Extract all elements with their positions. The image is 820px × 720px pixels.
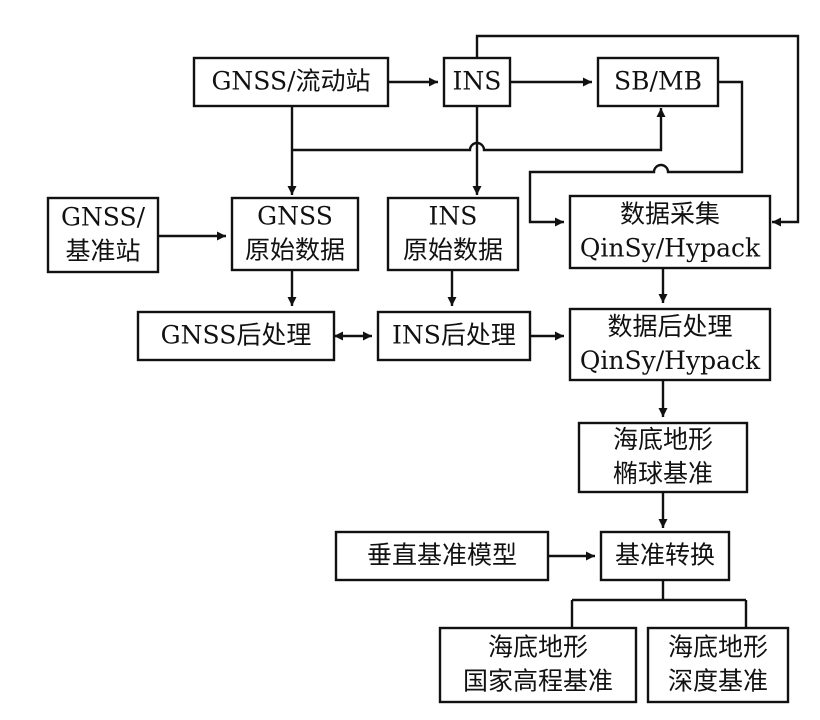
seabed-depth-label-2: 深度基准	[668, 667, 768, 696]
node-datum-transform: 基准转换	[599, 530, 731, 582]
datum-transform-label-1: 基准转换	[615, 541, 715, 570]
sb-mb-label-1: SB/MB	[614, 67, 702, 96]
data-post-label-2: QinSy/Hypack	[580, 346, 761, 375]
seabed-ellip-label-2: 椭球基准	[613, 459, 713, 488]
node-data-acquisition: 数据采集 QinSy/Hypack	[568, 194, 772, 270]
ins-raw-label-1: INS	[429, 202, 478, 231]
gnss-base-label-1: GNSS/	[61, 203, 146, 232]
ins-raw-label-2: 原始数据	[403, 236, 503, 265]
seabed-national-label-2: 国家高程基准	[463, 667, 613, 696]
data-acq-label-2: QinSy/Hypack	[580, 234, 761, 263]
ins-label-1: INS	[453, 67, 502, 96]
node-gnss-base: GNSS/基准站	[46, 196, 160, 274]
seabed-ellip-label-1: 海底地形	[613, 425, 713, 454]
data-acq-label-1: 数据采集	[620, 200, 720, 229]
gnss-base-label-2: 基准站	[65, 237, 140, 266]
gnss-raw-label-1: GNSS	[257, 202, 333, 231]
vertical-model-label-1: 垂直基准模型	[367, 541, 517, 570]
node-ins-raw-data: INS 原始数据	[386, 196, 520, 272]
node-data-postprocess: 数据后处理 QinSy/Hypack	[568, 307, 772, 382]
gnss-raw-label-2: 原始数据	[245, 236, 345, 265]
node-gnss-rover: GNSS/流动站	[192, 56, 390, 108]
gnss-post-label-1: GNSS后处理	[161, 321, 312, 350]
edge-transform-split	[570, 580, 748, 628]
seabed-national-label-1: 海底地形	[488, 633, 588, 662]
node-ins-postprocess: INS后处理	[376, 310, 532, 362]
node-gnss-raw-data: GNSS 原始数据	[230, 196, 360, 272]
node-gnss-postprocess: GNSS后处理	[136, 310, 336, 362]
data-post-label-1: 数据后处理	[607, 312, 732, 341]
seabed-depth-label-1: 海底地形	[668, 633, 768, 662]
node-vertical-datum-model: 垂直基准模型	[334, 530, 550, 582]
node-ins: INS	[442, 56, 512, 108]
gnss-rover-label-1: GNSS/流动站	[211, 67, 370, 96]
edge-ins-to-data-acq	[475, 34, 800, 227]
ins-post-label-1: INS后处理	[392, 321, 516, 350]
edge-sbmb-to-data-acq	[528, 80, 744, 227]
node-sb-mb: SB/MB	[596, 56, 720, 108]
